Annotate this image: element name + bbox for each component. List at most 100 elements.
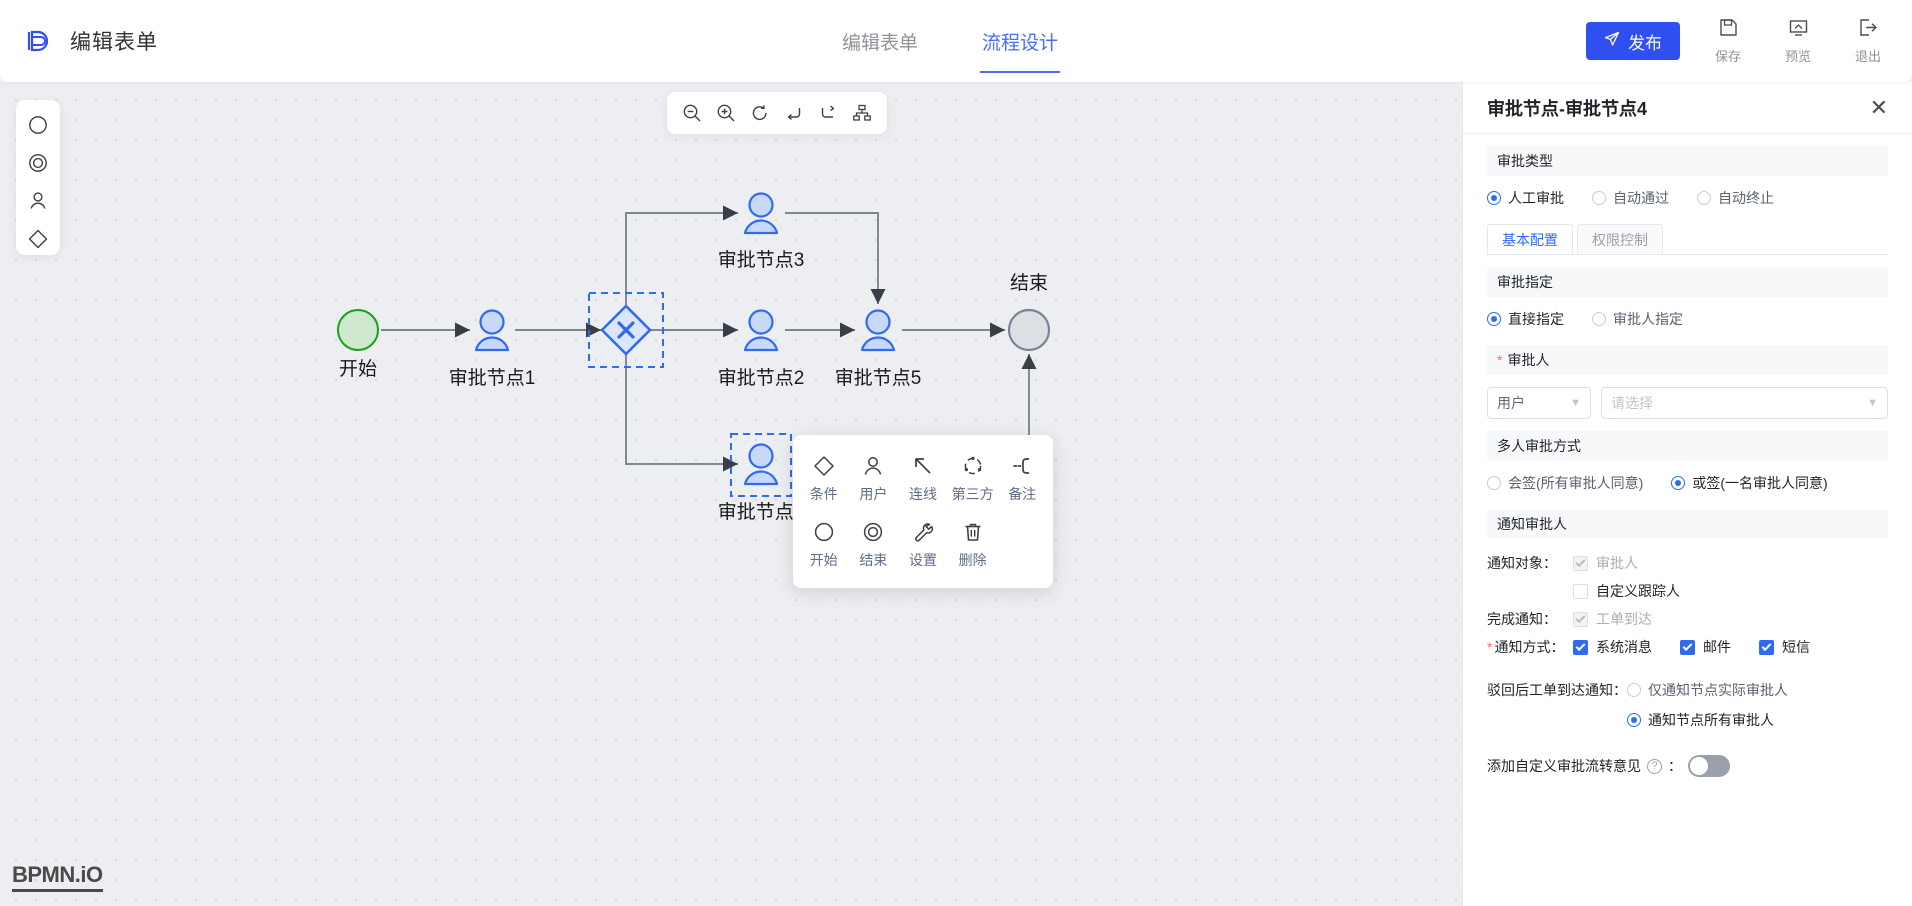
checkbox-box — [1573, 611, 1588, 627]
radio-dot — [1487, 191, 1501, 205]
radio-direct-assign-label: 直接指定 — [1508, 311, 1564, 327]
flow-canvas[interactable]: 开始 审批节点1 审批节点3 审批节点2 审批节点4 审批节点5 结束 条件 用… — [0, 82, 1462, 906]
tab-basic-config[interactable]: 基本配置 — [1487, 224, 1573, 254]
radio-notify-all-approvers-label: 通知节点所有审批人 — [1648, 712, 1774, 728]
shape-palette — [16, 100, 60, 255]
ctx-user[interactable]: 用户 — [849, 445, 899, 511]
radio-orsign-label: 或签(一名审批人同意) — [1692, 475, 1828, 491]
checkbox-notify-approver[interactable]: 审批人 — [1573, 553, 1638, 573]
checkbox-email[interactable]: 邮件 — [1680, 637, 1731, 657]
node-task1[interactable] — [474, 309, 510, 352]
exit-button[interactable]: 退出 — [1846, 17, 1890, 65]
checkbox-box — [1573, 639, 1588, 655]
close-icon[interactable]: ✕ — [1869, 94, 1888, 120]
tab-flow-design[interactable]: 流程设计 — [980, 24, 1061, 73]
ctx-end-label: 结束 — [859, 552, 888, 568]
layout-icon[interactable] — [849, 100, 875, 126]
radio-manual-approval[interactable]: 人工审批 — [1487, 188, 1582, 208]
undo-icon[interactable] — [781, 100, 807, 126]
panel-tabs: 基本配置 权限控制 — [1463, 212, 1912, 254]
radio-countersign[interactable]: 会签(所有审批人同意) — [1487, 473, 1661, 493]
radio-auto-terminate-label: 自动终止 — [1718, 190, 1774, 206]
chevron-down-icon: ▼ — [1867, 397, 1878, 409]
custom-opinion-toggle[interactable] — [1688, 755, 1730, 777]
approver-target-select[interactable]: 请选择 ▼ — [1601, 387, 1888, 419]
ctx-settings-label: 设置 — [908, 552, 937, 568]
publish-button[interactable]: 发布 — [1586, 22, 1680, 60]
ctx-settings[interactable]: 设置 — [898, 511, 948, 577]
radio-auto-terminate[interactable]: 自动终止 — [1697, 188, 1792, 208]
page-title: 编辑表单 — [70, 31, 158, 54]
radio-orsign[interactable]: 或签(一名审批人同意) — [1671, 473, 1845, 493]
node-gateway[interactable] — [588, 292, 664, 368]
bpmn-diagram[interactable] — [0, 82, 1462, 906]
save-label: 保存 — [1714, 49, 1741, 64]
ctx-condition[interactable]: 条件 — [799, 445, 849, 511]
checkbox-box — [1573, 555, 1588, 571]
checkbox-notify-approver-label: 审批人 — [1596, 555, 1638, 571]
radio-auto-pass[interactable]: 自动通过 — [1592, 188, 1687, 208]
redo-icon[interactable] — [815, 100, 841, 126]
save-button[interactable]: 保存 — [1706, 17, 1750, 65]
approver-type-select[interactable]: 用户 ▼ — [1487, 387, 1591, 419]
preview-icon — [1788, 17, 1809, 43]
ctx-third-party[interactable]: 第三方 — [948, 445, 998, 511]
tab-edit-form[interactable]: 编辑表单 — [842, 32, 919, 54]
notify-target-label: 通知对象： — [1487, 555, 1557, 571]
node-task4[interactable] — [730, 433, 792, 497]
checkbox-ticket-arrival[interactable]: 工单到达 — [1573, 609, 1652, 629]
checkbox-system-message[interactable]: 系统消息 — [1573, 637, 1652, 657]
node-task3[interactable] — [743, 192, 779, 235]
toggle-knob — [1690, 757, 1708, 775]
palette-start-circle-icon[interactable] — [25, 112, 51, 138]
palette-diamond-icon[interactable] — [25, 226, 51, 252]
ctx-connect-label: 连线 — [908, 486, 937, 502]
save-icon — [1718, 17, 1739, 43]
ctx-start[interactable]: 开始 — [799, 511, 849, 577]
checkbox-sms[interactable]: 短信 — [1759, 637, 1810, 657]
zoom-in-icon[interactable] — [713, 100, 739, 126]
notify-complete-line: 完成通知： 工单到达 — [1487, 605, 1888, 633]
ctx-connect[interactable]: 连线 — [898, 445, 948, 511]
chevron-down-icon: ▼ — [1570, 397, 1581, 409]
trash-icon — [961, 518, 985, 546]
section-notify-label: 通知审批人 — [1497, 516, 1567, 532]
radio-approver-assign-label: 审批人指定 — [1613, 311, 1683, 327]
node-task2[interactable] — [743, 309, 779, 352]
double-circle-icon — [861, 518, 885, 546]
node-start[interactable] — [337, 309, 379, 351]
node-task5[interactable] — [860, 309, 896, 352]
reject-notify-line-2: 通知节点所有审批人 — [1487, 705, 1888, 735]
radio-dot — [1697, 191, 1711, 205]
node-context-menu: 条件 用户 连线 第三方 — [793, 435, 1053, 588]
checkbox-custom-follower-label: 自定义跟踪人 — [1596, 583, 1680, 599]
question-icon[interactable]: ? — [1647, 758, 1662, 774]
approval-type-radios: 人工审批 自动通过 自动终止 — [1463, 176, 1912, 212]
radio-notify-all-approvers[interactable]: 通知节点所有审批人 — [1627, 710, 1792, 730]
node-end[interactable] — [1007, 308, 1051, 352]
ctx-delete[interactable]: 删除 — [948, 511, 998, 577]
radio-dot — [1487, 476, 1501, 490]
ctx-end[interactable]: 结束 — [849, 511, 899, 577]
bpmn-logo-icon — [22, 26, 52, 56]
preview-button[interactable]: 预览 — [1776, 17, 1820, 65]
ctx-annotation[interactable]: 备注 — [997, 445, 1047, 511]
node-properties-panel: 审批节点-审批节点4 ✕ 审批类型 人工审批 自动通过 自动终止 — [1462, 82, 1912, 906]
custom-opinion-label: 添加自定义审批流转意见 — [1487, 758, 1641, 774]
zoom-out-icon[interactable] — [679, 100, 705, 126]
reset-icon[interactable] — [747, 100, 773, 126]
palette-end-circle-icon[interactable] — [25, 150, 51, 176]
header-left: 编辑表单 — [22, 0, 158, 82]
checkbox-box — [1680, 639, 1695, 655]
ctx-condition-label: 条件 — [809, 486, 838, 502]
palette-user-icon[interactable] — [25, 188, 51, 214]
radio-direct-assign[interactable]: 直接指定 — [1487, 309, 1582, 329]
tab-permission-control[interactable]: 权限控制 — [1577, 224, 1663, 254]
radio-notify-actual-approver[interactable]: 仅通知节点实际审批人 — [1627, 680, 1806, 700]
radio-approver-assign[interactable]: 审批人指定 — [1592, 309, 1701, 329]
section-approver-label: 审批人 — [1507, 352, 1550, 368]
section-multi-mode-label: 多人审批方式 — [1497, 438, 1581, 454]
approver-target-placeholder: 请选择 — [1611, 395, 1653, 411]
ctx-annotation-label: 备注 — [1008, 486, 1037, 502]
checkbox-custom-follower[interactable]: 自定义跟踪人 — [1573, 581, 1680, 601]
